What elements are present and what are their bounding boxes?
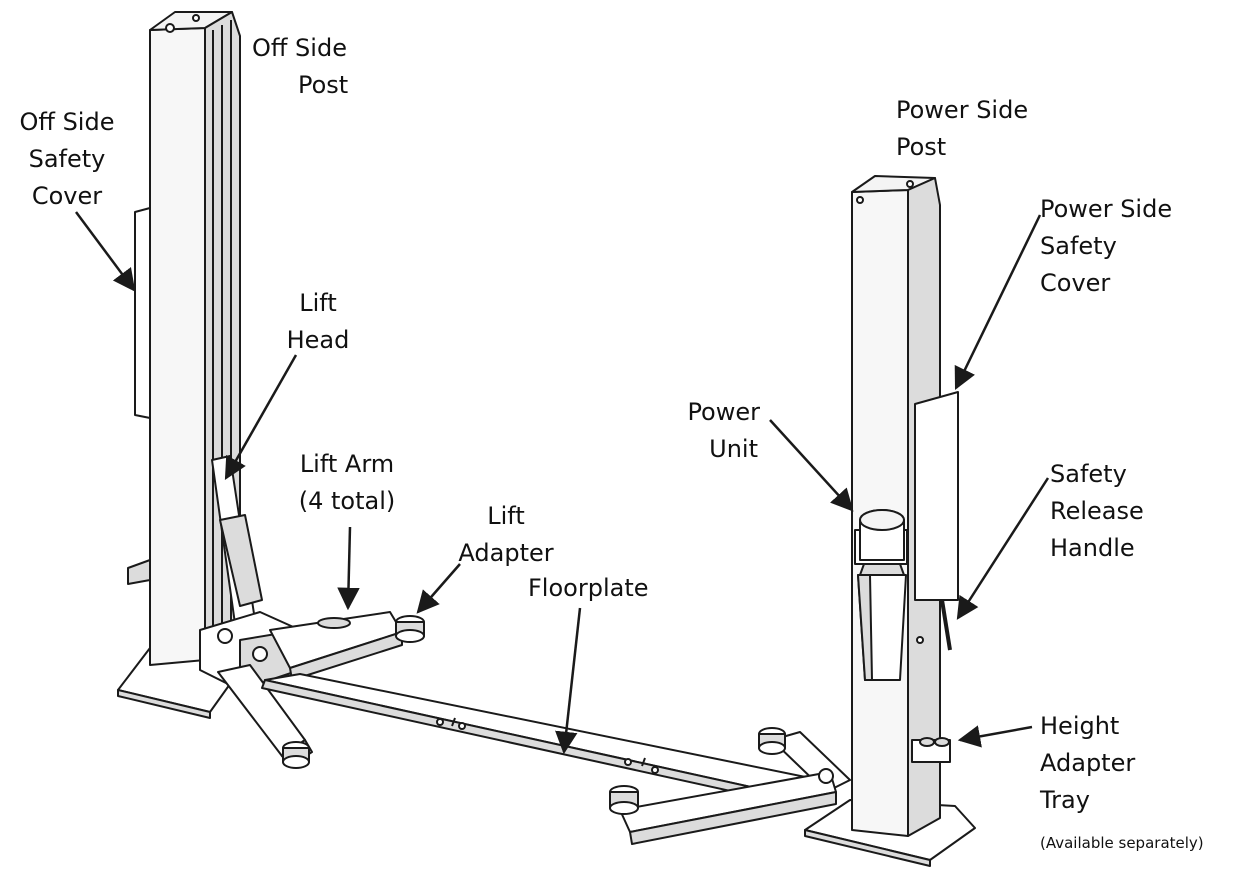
leader-arrows (74, 211, 1050, 755)
availability-note: (Available separately) (1040, 834, 1204, 852)
arrow-height-adapter-tray (957, 725, 1033, 748)
arrow-floorplate (555, 607, 582, 755)
label-height-adapter-tray: Height Adapter Tray (1040, 712, 1136, 814)
arrow-power-side-safety-cover (954, 214, 1042, 391)
power-side-lift-arms (609, 727, 851, 845)
label-power-side-post: Power Side Post (896, 96, 1029, 161)
off-side-safety-cover-shape (134, 207, 151, 419)
label-lift-adapter: Lift Adapter (458, 502, 554, 567)
power-side-safety-cover-shape (914, 391, 959, 601)
label-power-side-safety-cover: Power Side Safety Cover (1040, 195, 1173, 297)
floorplate-shape (261, 673, 831, 809)
arrow-lift-adapter (416, 563, 461, 614)
label-lift-head: Lift Head (286, 289, 350, 354)
arrow-power-unit (769, 419, 854, 512)
arrow-lift-head (224, 354, 298, 480)
power-unit-shape (854, 509, 908, 681)
label-safety-release-handle: Safety Release Handle (1050, 460, 1144, 562)
label-power-unit: Power Unit (687, 398, 760, 463)
arrow-lift-arm (337, 526, 360, 611)
arrow-off-side-safety-cover (74, 211, 136, 292)
off-side-lift-arms (217, 611, 425, 769)
label-off-side-safety-cover: Off Side Safety Cover (19, 108, 115, 210)
label-floorplate: Floorplate (528, 574, 649, 602)
arrow-safety-release-handle (956, 477, 1050, 620)
label-lift-arm: Lift Arm (4 total) (298, 450, 396, 515)
off-side-lift-head (199, 455, 301, 691)
label-off-side-post: Off Side Post (252, 34, 349, 99)
off-side-post (117, 11, 241, 719)
